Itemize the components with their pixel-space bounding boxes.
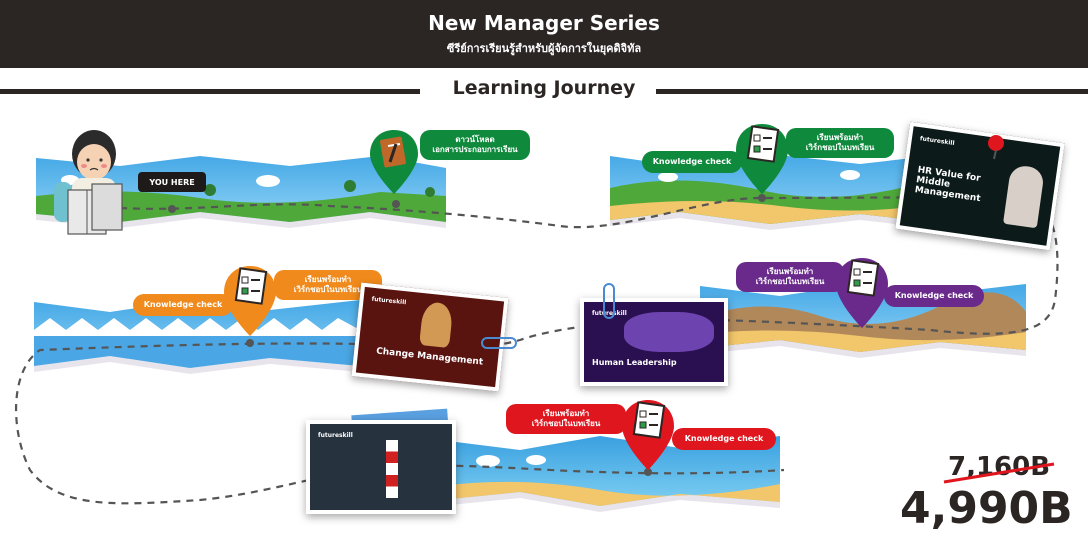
stop4-workshop-label[interactable]: เรียนพร้อมทำ เวิร์กชอปในบทเรียน bbox=[506, 404, 626, 434]
series-subtitle: ซีรีย์การเรียนรู้สำหรับผู้จัดการในยุคดิจ… bbox=[446, 42, 642, 55]
paperclip-icon bbox=[603, 283, 615, 319]
stop1-knowledge-check[interactable]: Knowledge check bbox=[642, 151, 742, 173]
brand-logo: futureskill bbox=[318, 432, 353, 439]
presenter-photo bbox=[1002, 164, 1046, 229]
current-price: 4,990B bbox=[900, 483, 1073, 534]
quiz-pin-icon[interactable] bbox=[222, 264, 278, 338]
journey-title-bar: Learning Journey bbox=[0, 76, 1088, 106]
slide-change-title: Change Management bbox=[375, 346, 484, 368]
brand-logo: futureskill bbox=[592, 310, 627, 317]
brand-logo: futureskill bbox=[919, 135, 955, 147]
glow-figures bbox=[624, 312, 714, 352]
slide-hr-value[interactable]: futureskill HR Value for Middle Manageme… bbox=[895, 121, 1065, 251]
series-title: New Manager Series bbox=[428, 11, 660, 35]
download-materials-label[interactable]: ดาวน์โหลด เอกสารประกอบการเรียน bbox=[420, 130, 530, 160]
map-segment-5 bbox=[440, 436, 780, 512]
pushpin-icon bbox=[988, 135, 1004, 160]
slide-human-title: Human Leadership bbox=[592, 358, 677, 367]
brand-logo: futureskill bbox=[371, 295, 407, 307]
you-here-marker: YOU HERE bbox=[138, 172, 206, 192]
paperclip-icon bbox=[481, 337, 517, 349]
slide-human-leadership[interactable]: futureskill Human Leadership bbox=[580, 298, 728, 386]
slide-hr-title: HR Value for Middle Management bbox=[914, 165, 982, 205]
lighthouse-graphic bbox=[386, 440, 398, 498]
header-banner: New Manager Series ซีรีย์การเรียนรู้สำหร… bbox=[0, 0, 1088, 68]
slide-lighthouse[interactable]: futureskill bbox=[306, 420, 456, 514]
journey-title: Learning Journey bbox=[452, 77, 636, 99]
map-segment-3 bbox=[34, 300, 360, 374]
stop3-knowledge-check[interactable]: Knowledge check bbox=[884, 285, 984, 307]
stop3-workshop-label[interactable]: เรียนพร้อมทำ เวิร์กชอปในบทเรียน bbox=[736, 262, 844, 292]
quiz-pin-icon[interactable] bbox=[620, 398, 676, 472]
stop1-workshop-label[interactable]: เรียนพร้อมทำ เวิร์กชอปในบทเรียน bbox=[786, 128, 894, 158]
download-pin-icon[interactable] bbox=[368, 128, 420, 198]
stop2-knowledge-check[interactable]: Knowledge check bbox=[133, 294, 233, 316]
quiz-pin-icon[interactable] bbox=[734, 122, 790, 196]
strikethrough-line bbox=[943, 462, 1055, 484]
quiz-pin-icon[interactable] bbox=[834, 256, 890, 330]
divider-left bbox=[0, 89, 420, 94]
stop4-knowledge-check[interactable]: Knowledge check bbox=[672, 428, 776, 450]
compass-graphic bbox=[419, 301, 454, 349]
learner-character bbox=[54, 130, 123, 235]
divider-right bbox=[656, 89, 1088, 94]
